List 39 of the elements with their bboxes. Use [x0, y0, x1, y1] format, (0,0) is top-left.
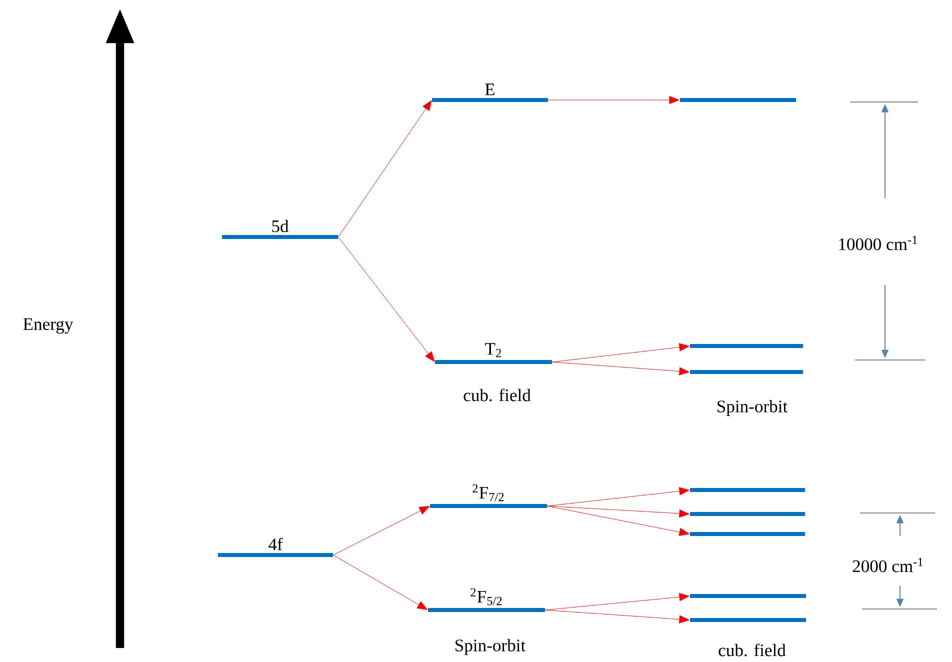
text-label: cub. field	[462, 388, 532, 402]
arrow	[338, 236, 435, 362]
node-label: 5d	[272, 220, 289, 232]
text-label: 10000 cm$^{-1}$	[836, 234, 920, 252]
node-label: T$_{2}$	[485, 343, 501, 358]
node-label: E	[485, 84, 494, 96]
energy-level	[690, 618, 806, 622]
energy-level	[690, 370, 804, 374]
energy-level	[690, 594, 806, 598]
energy-level	[690, 512, 805, 516]
energy-level	[690, 344, 804, 348]
energy-level: 5d	[222, 220, 338, 239]
node-label: $^{2}$F$_{7/2}$	[472, 484, 504, 502]
energy-level: $^{2}$F$_{7/2}$	[430, 484, 547, 508]
arrow	[548, 96, 680, 104]
arrow	[547, 487, 690, 506]
energy-level: $^{2}$F$_{5/2}$	[428, 588, 545, 612]
arrow	[333, 554, 428, 610]
arrow	[333, 506, 430, 556]
node-label: 4f	[268, 538, 283, 550]
text-label: cub. field	[716, 642, 788, 658]
energy-level: E	[432, 84, 548, 102]
arrow	[545, 610, 690, 624]
arrow	[338, 100, 432, 238]
arrow	[552, 362, 690, 376]
energy-level: T$_{2}$	[435, 343, 552, 364]
arrow	[545, 592, 690, 610]
node-label: $^{2}$F$_{5/2}$	[470, 588, 502, 606]
text-label: Spin-orbit	[453, 638, 527, 656]
arrow	[552, 343, 690, 362]
energy-level: 4f	[218, 538, 333, 557]
text-label: Energy	[22, 317, 74, 335]
text-label: 2000 cm$^{-1}$	[850, 556, 926, 574]
text-label: Spin-orbit	[715, 398, 789, 418]
energy-level	[690, 488, 805, 492]
energy-level	[680, 98, 796, 102]
arrow	[547, 506, 690, 536]
energy-level	[690, 532, 805, 536]
arrow	[547, 506, 690, 518]
